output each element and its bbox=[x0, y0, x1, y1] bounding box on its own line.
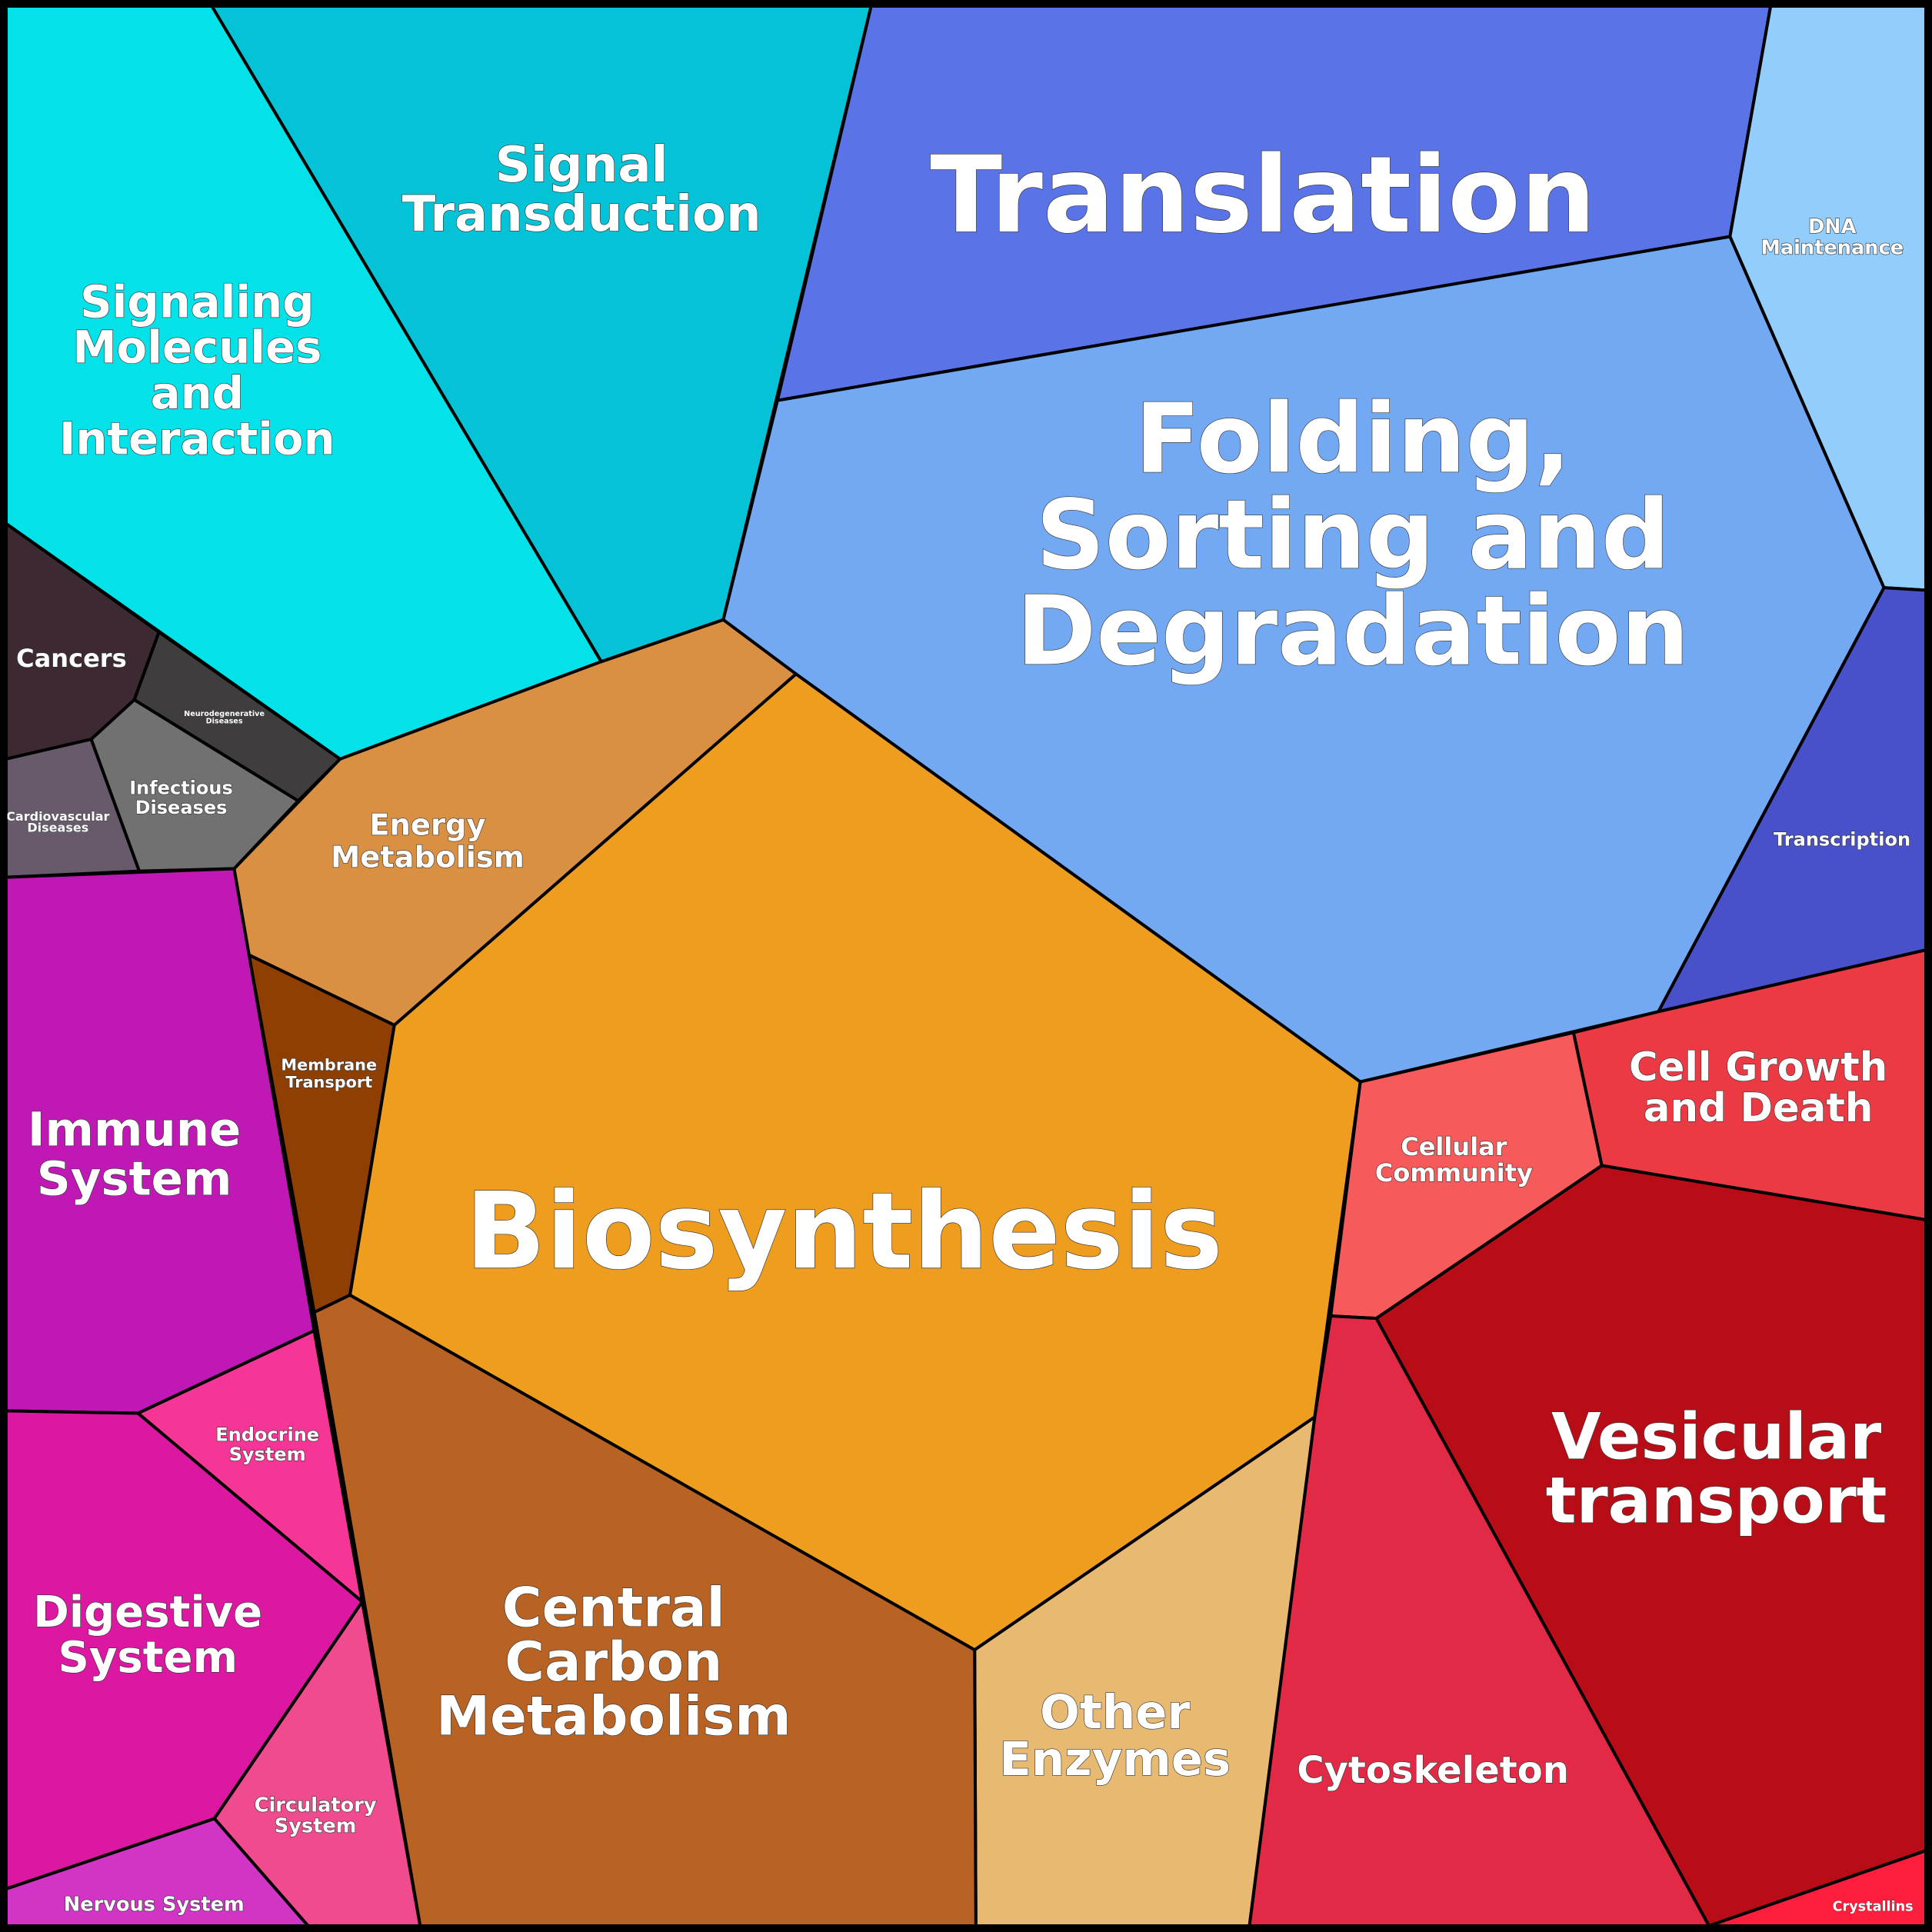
cell-label: Transcription bbox=[1774, 829, 1910, 851]
cell-label: Translation bbox=[930, 134, 1596, 257]
cell-label: Crystallins bbox=[1833, 1900, 1914, 1915]
cell-label: Cancers bbox=[16, 644, 127, 673]
cell-transcription: Transcription bbox=[1657, 586, 1927, 1014]
cell-label: Cytoskeleton bbox=[1297, 1749, 1569, 1792]
cell-label: Biosynthesis bbox=[465, 1170, 1223, 1293]
cell-translation: Translation bbox=[775, 5, 1773, 402]
cell-biosynthesis: Biosynthesis bbox=[348, 672, 1362, 1652]
cell-cytoskeleton: Cytoskeleton bbox=[1247, 1314, 1711, 1927]
cell-label: Nervous System bbox=[64, 1893, 245, 1916]
cell-crystallins: Crystallins bbox=[1707, 1849, 1927, 1927]
cell-shape bbox=[247, 953, 396, 1314]
